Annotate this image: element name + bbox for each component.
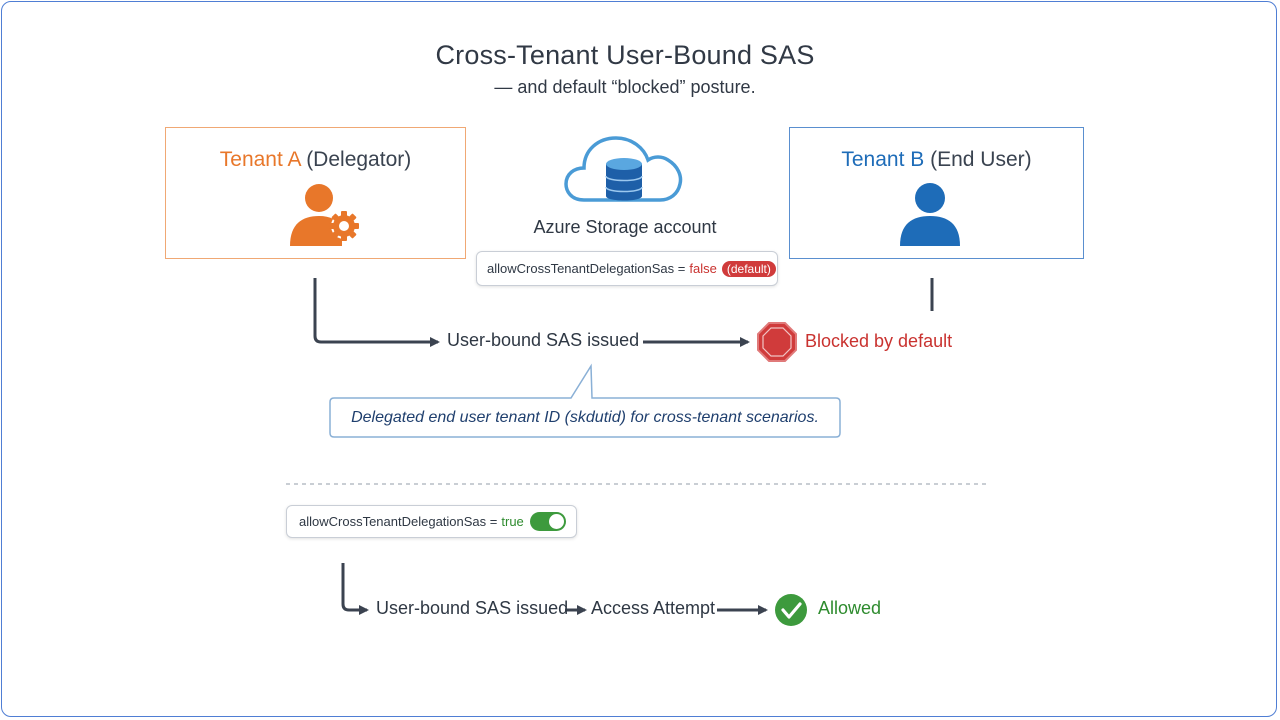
arrow-enabled-to-sas bbox=[341, 563, 369, 615]
toggle-switch[interactable] bbox=[529, 512, 566, 531]
setting-key: allowCrossTenantDelegationSas = bbox=[487, 261, 686, 276]
diagram-title: Cross-Tenant User-Bound SAS bbox=[435, 40, 815, 70]
flow-step-sas-issued: User-bound SAS issued bbox=[447, 330, 640, 350]
tenant-b-box: Tenant B (End User) bbox=[789, 127, 1084, 259]
stop-sign-icon bbox=[757, 322, 797, 362]
setting-key-enabled: allowCrossTenantDelegationSas = bbox=[299, 514, 498, 529]
cloud-database-icon bbox=[564, 136, 683, 202]
flow-step-sas-issued-allowed: User-bound SAS issued bbox=[376, 598, 569, 618]
check-circle-icon bbox=[775, 594, 807, 626]
allowed-label: Allowed bbox=[818, 598, 882, 618]
setting-enabled-pill: allowCrossTenantDelegationSas = true bbox=[286, 505, 577, 538]
setting-default-pill: allowCrossTenantDelegationSas = false (d… bbox=[476, 251, 778, 286]
tenant-b-title: Tenant B (End User) bbox=[790, 148, 1083, 172]
setting-value-false: false bbox=[689, 261, 717, 276]
tenant-a-box: Tenant A (Delegator) bbox=[165, 127, 466, 259]
tenant-b-role: (End User) bbox=[930, 148, 1032, 171]
blocked-label: Blocked by default bbox=[805, 331, 953, 351]
tenant-a-name: Tenant A bbox=[219, 148, 301, 171]
tenant-b-name: Tenant B bbox=[841, 148, 925, 171]
storage-account-label: Azure Storage account bbox=[533, 217, 717, 237]
user-gear-icon bbox=[290, 184, 359, 246]
default-badge: (default) bbox=[721, 260, 776, 277]
toggle-knob bbox=[548, 514, 564, 529]
flow-step-access-attempt: Access Attempt bbox=[591, 598, 716, 618]
callout-text: Delegated end user tenant ID (skdutid) f… bbox=[351, 408, 819, 426]
tenant-a-role: (Delegator) bbox=[306, 148, 412, 171]
diagram-subtitle: — and default “blocked” posture. bbox=[494, 77, 756, 97]
user-icon bbox=[900, 183, 960, 246]
callout-bubble bbox=[329, 363, 841, 438]
gear-icon bbox=[329, 211, 359, 241]
arrow-tenant-a-to-sas bbox=[313, 278, 440, 347]
setting-value-true: true bbox=[501, 514, 524, 529]
tenant-a-title: Tenant A (Delegator) bbox=[166, 148, 465, 172]
